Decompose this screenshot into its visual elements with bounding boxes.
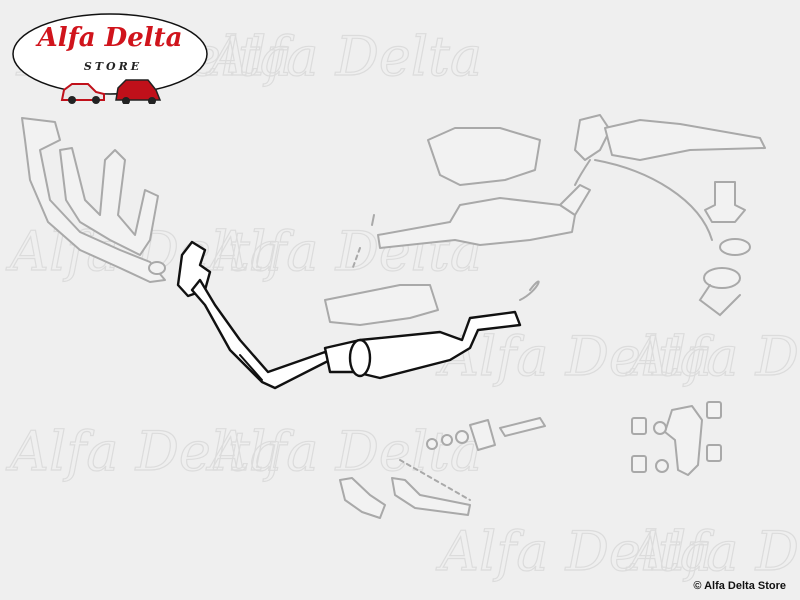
front-exhaust-pipe-highlighted[interactable] [176, 240, 522, 390]
exhaust-manifold[interactable] [21, 117, 166, 283]
heat-shield-rear[interactable] [427, 127, 541, 186]
watermark: Alfa Delta [5, 420, 282, 483]
watermark: Alfa Delta [625, 325, 800, 388]
logo-brand-text: Alfa Delta [35, 23, 183, 53]
heat-shield-front[interactable] [324, 284, 439, 326]
rear-silencer[interactable] [574, 114, 766, 241]
watermark: Alfa Delta [435, 520, 712, 583]
watermark: Alfa Delta [205, 25, 482, 88]
watermark: Alfa Delta [205, 420, 482, 483]
copyright-notice: © Alfa Delta Store [693, 580, 786, 592]
center-silencer[interactable] [371, 184, 591, 249]
dashed-leader [351, 247, 361, 271]
logo-subtitle: STORE [84, 60, 142, 73]
mounting-hardware[interactable] [339, 417, 546, 519]
car-icon [115, 79, 162, 105]
car-icon [60, 83, 105, 104]
hanger-rings[interactable] [698, 181, 751, 317]
watermark: Alfa Delta [625, 520, 800, 583]
bracket-assembly[interactable] [631, 401, 722, 476]
watermark: Alfa Delta [435, 325, 712, 388]
store-logo[interactable]: Alfa Delta STORE [10, 8, 210, 105]
